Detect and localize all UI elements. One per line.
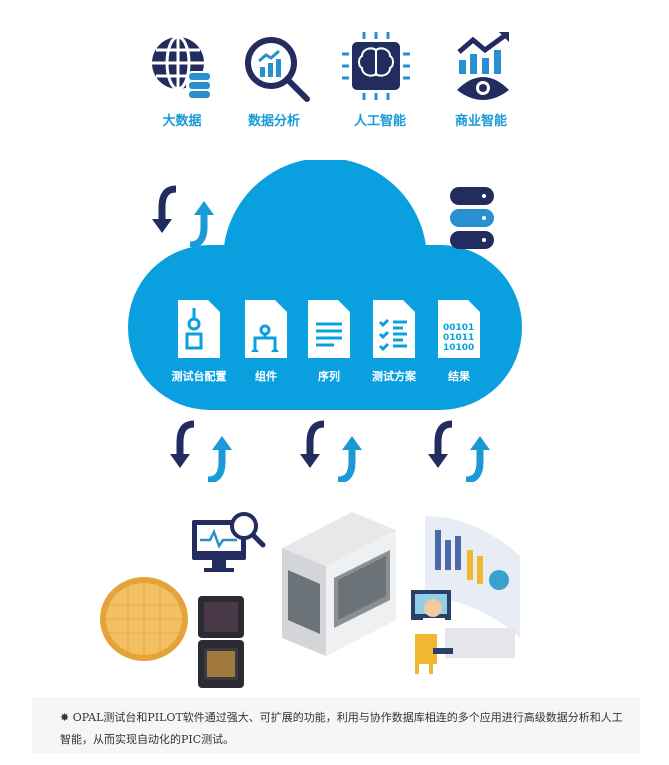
doc-label: 结果 <box>448 370 470 383</box>
binary-line: 10100 <box>443 343 474 353</box>
brain-chip-icon <box>342 32 410 100</box>
doc-label: 组件 <box>255 370 277 383</box>
test-station-image <box>282 512 396 656</box>
testbench-config-doc-icon <box>178 300 220 358</box>
footnote-box: ✸ OPAL测试台和PILOT软件通过强大、可扩展的功能，利用与协作数据库相连的… <box>32 697 640 753</box>
doc-results: 00101 01011 10100 结果 <box>429 300 489 384</box>
doc-component: 组件 <box>236 300 296 384</box>
wafer-image <box>100 577 188 661</box>
doc-sequence: 序列 <box>299 300 359 384</box>
results-doc-icon: 00101 01011 10100 <box>438 300 480 358</box>
chip-socket-image <box>198 596 244 688</box>
test-plan-doc-icon <box>373 300 415 358</box>
doc-label: 序列 <box>318 370 340 383</box>
label-big-data: 大数据 <box>162 114 202 129</box>
footnote-text: ✸ OPAL测试台和PILOT软件通过强大、可扩展的功能，利用与协作数据库相连的… <box>60 711 623 746</box>
binary-line: 01011 <box>443 333 474 343</box>
sync-arrows-icon <box>170 420 234 482</box>
binary-line: 00101 <box>443 323 474 333</box>
doc-testbench-config: 测试台配置 <box>169 300 229 384</box>
globe-database-icon <box>152 35 212 99</box>
magnifier-chart-icon <box>245 37 310 102</box>
monitor-magnifier-icon <box>192 512 266 572</box>
sync-arrows-icon <box>300 420 364 482</box>
label-data-analysis: 数据分析 <box>247 114 300 129</box>
sync-arrows-icon <box>428 420 492 482</box>
sync-arrows-icon <box>152 185 216 247</box>
doc-test-plan: 测试方案 <box>364 300 424 384</box>
label-ai: 人工智能 <box>353 114 406 129</box>
component-doc-icon <box>245 300 287 358</box>
sequence-doc-icon <box>308 300 350 358</box>
doc-label: 测试方案 <box>372 370 416 383</box>
label-bi: 商业智能 <box>454 114 507 129</box>
doc-label: 测试台配置 <box>171 370 227 383</box>
database-icon <box>450 187 494 249</box>
operator-workstation-image <box>411 516 520 674</box>
eye-chart-icon <box>457 31 509 100</box>
